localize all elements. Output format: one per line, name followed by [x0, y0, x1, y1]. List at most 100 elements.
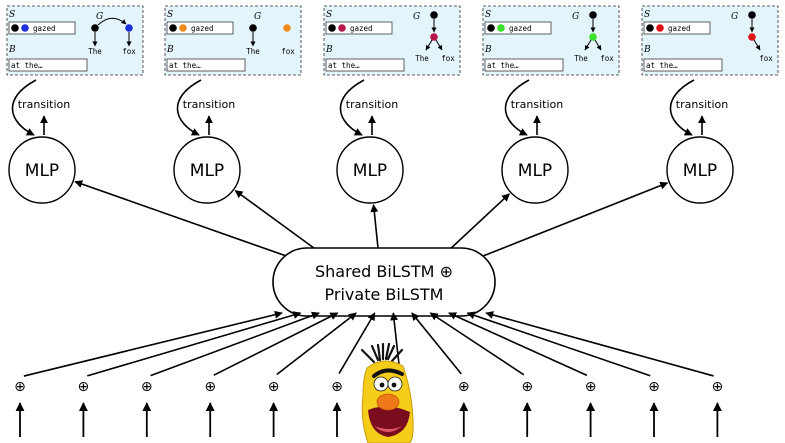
buffer-text: at the…: [646, 61, 678, 70]
stack-top-dot: [497, 24, 505, 32]
graph-node: [748, 33, 756, 41]
buffer-box: [484, 58, 564, 72]
input-combine-symbol: ⊕: [78, 379, 90, 395]
buffer-label: B: [484, 45, 492, 55]
mlp-label: MLP: [190, 161, 224, 181]
graph-word: The: [246, 47, 260, 56]
transition-input-arrow: [504, 79, 530, 136]
input-combine-symbol: ⊕: [521, 379, 533, 395]
input-to-encoder-arrow: [23, 310, 283, 377]
stack-label: S: [167, 10, 173, 20]
graph-word: The: [574, 54, 588, 63]
input-combine-symbol: ⊕: [14, 379, 26, 395]
graph-edge: [425, 39, 433, 51]
buffer-label: B: [325, 45, 333, 55]
encoder-line2: Private BiLSTM: [325, 285, 444, 304]
buffer-text: at the…: [487, 61, 519, 70]
encoder-box: [272, 247, 496, 317]
graph-arc: [97, 17, 127, 26]
buffer-box: [325, 58, 405, 72]
transition-input-arrow: [11, 79, 37, 136]
mlp-circle: [8, 136, 76, 204]
stack-word: gazed: [350, 24, 373, 33]
transition-input-arrow: [176, 79, 202, 136]
buffer-label: B: [166, 45, 174, 55]
transition-input-arrow: [339, 79, 365, 136]
input-to-encoder-arrow: [411, 312, 462, 375]
input-to-encoder-arrow: [213, 312, 339, 376]
encoder-to-mlp-arrow: [74, 180, 293, 259]
transition-label: transition: [183, 98, 235, 111]
mlp-circle: [173, 136, 241, 204]
graph-word: fox: [441, 54, 455, 63]
muppet-nose: [376, 393, 400, 411]
graph-word: The: [88, 47, 102, 56]
input-to-encoder-arrow: [338, 312, 376, 374]
muppet-illustration: [360, 342, 414, 443]
input-to-encoder-arrow: [466, 311, 651, 377]
stack-root-dot: [646, 24, 654, 32]
stack-top-dot: [179, 24, 187, 32]
input-to-encoder-arrow: [276, 312, 357, 376]
buffer-box: [166, 58, 246, 72]
input-to-encoder-arrow: [87, 311, 302, 377]
buffer-label: B: [643, 45, 651, 55]
mlp-label: MLP: [25, 161, 59, 181]
graph-word: The: [415, 54, 429, 63]
transition-label: transition: [18, 98, 70, 111]
stack-label: S: [644, 10, 650, 20]
transition-label: transition: [346, 98, 398, 111]
input-combine-symbol: ⊕: [331, 379, 343, 395]
encoder-to-mlp-arrow: [370, 204, 379, 249]
input-combine-symbol: ⊕: [204, 379, 216, 395]
graph-node: [430, 33, 438, 41]
input-combine-symbol: ⊕: [458, 379, 470, 395]
input-combine-symbol: ⊕: [648, 379, 660, 395]
stack-root-dot: [169, 24, 177, 32]
mlp-label: MLP: [683, 161, 717, 181]
buffer-text: at the…: [328, 61, 360, 70]
graph-node: [748, 11, 756, 19]
encoder-to-mlp-arrow: [234, 189, 319, 252]
graph-label: G: [413, 12, 420, 22]
stack-word: gazed: [509, 24, 532, 33]
stack-word: gazed: [33, 24, 56, 33]
encoder-to-mlp-arrow: [447, 193, 510, 252]
graph-node: [589, 33, 597, 41]
graph-label: G: [572, 12, 579, 22]
graph-edge: [753, 39, 761, 51]
transition-input-arrow: [669, 79, 695, 136]
dependency-graph: The fox: [88, 17, 136, 56]
buffer-text: at the…: [169, 61, 201, 70]
graph-word: fox: [759, 54, 773, 63]
input-to-encoder-arrows: [23, 310, 714, 377]
graph-word: fox: [281, 47, 295, 56]
graph-edge: [584, 39, 592, 51]
input-to-encoder-arrow: [448, 312, 588, 377]
encoder-node: Shared BiLSTM ⊕ Private BiLSTM: [272, 247, 496, 317]
graph-label: G: [731, 12, 738, 22]
graph-node: [430, 11, 438, 19]
stack-label: S: [9, 10, 15, 20]
graph-word: fox: [600, 54, 614, 63]
transition-label: transition: [676, 98, 728, 111]
muppet-hair: [360, 342, 404, 364]
stack-root-dot: [328, 24, 336, 32]
graph-node: [283, 24, 291, 32]
graph-word: fox: [122, 47, 136, 56]
graph-node: [589, 11, 597, 19]
stack-word: gazed: [668, 24, 691, 33]
encoder-to-mlp-arrows: [74, 180, 669, 259]
input-combine-symbol: ⊕: [712, 379, 724, 395]
stack-top-dot: [338, 24, 346, 32]
graph-label: G: [254, 12, 261, 22]
input-combine-symbol: ⊕: [585, 379, 597, 395]
